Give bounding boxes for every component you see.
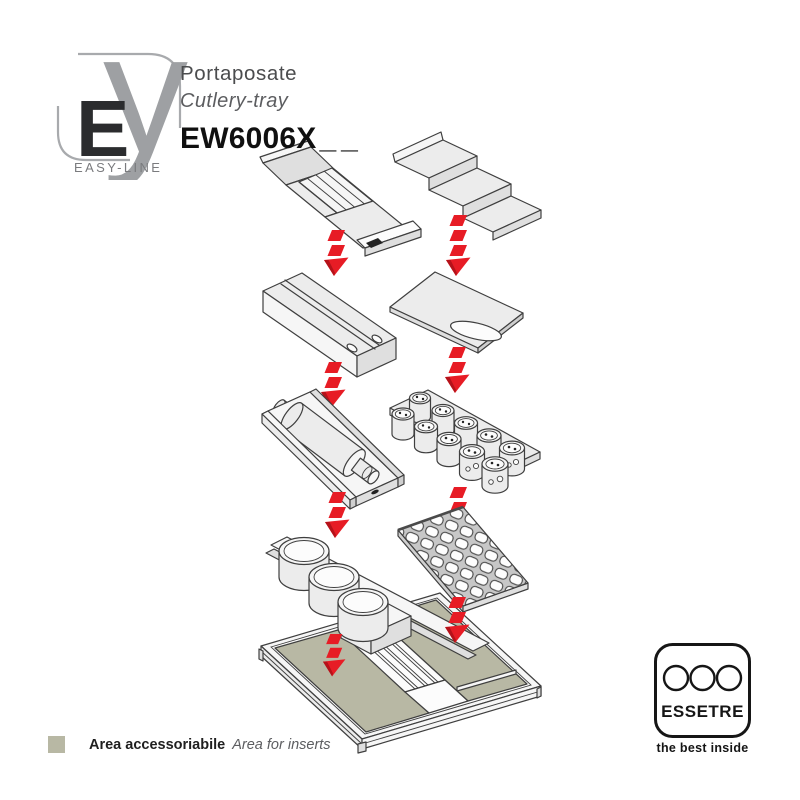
model-code-base: EW6006X [180, 122, 317, 155]
spice-jar [436, 431, 462, 468]
flow-arrow [324, 230, 349, 276]
spice-jar [408, 391, 432, 424]
essetre-tagline: the best inside [656, 741, 749, 755]
spice-jar [458, 444, 486, 481]
essetre-circle-icon [715, 664, 743, 692]
round-canister-rail-insert [265, 536, 490, 660]
essetre-circle-icon [689, 664, 716, 692]
flow-arrow [446, 215, 471, 276]
insert-area-swatch [48, 736, 65, 753]
woven-mat-insert [397, 505, 529, 613]
model-code: EW6006X__ [180, 122, 363, 156]
spice-jar [413, 419, 439, 454]
essetre-logo: ESSETRE [654, 643, 751, 738]
legend-label-italian: Area accessoriabile [89, 736, 226, 753]
logo-corner-arc-top [78, 52, 182, 128]
easy-line-logo: y E EASY-LINE [56, 40, 188, 180]
legend-label-english: Area for inserts [232, 736, 331, 753]
legend: Area accessoriabile Area for inserts [48, 736, 331, 753]
flow-arrow [445, 347, 470, 393]
header: Portaposate Cutlery-tray EW6006X__ [180, 62, 363, 156]
round-canister [337, 587, 389, 643]
logo-tagline: EASY-LINE [74, 160, 162, 175]
knife-block-insert [259, 140, 422, 257]
stepped-shelf-insert [392, 131, 542, 241]
logo-letter-e: E [76, 84, 129, 173]
product-title-italian: Portaposate [180, 62, 298, 85]
spice-jar-rack-insert [389, 389, 541, 494]
spice-jar [391, 407, 415, 441]
grooved-block-insert [262, 272, 397, 378]
logo-corner-arc-bottom [56, 106, 130, 162]
model-code-suffix: __ [319, 122, 363, 155]
bottle-holder-insert [261, 388, 405, 510]
product-title-english: Cutlery-tray [180, 90, 289, 112]
essetre-logo-frame [654, 643, 751, 738]
essetre-circle-icon [662, 664, 690, 692]
spice-jar [481, 456, 509, 494]
round-canister [278, 536, 330, 592]
essetre-name: ESSETRE [661, 702, 744, 721]
round-canister [308, 562, 360, 618]
cutting-board-insert [389, 271, 524, 354]
logo-letter-y: y [103, 40, 188, 180]
